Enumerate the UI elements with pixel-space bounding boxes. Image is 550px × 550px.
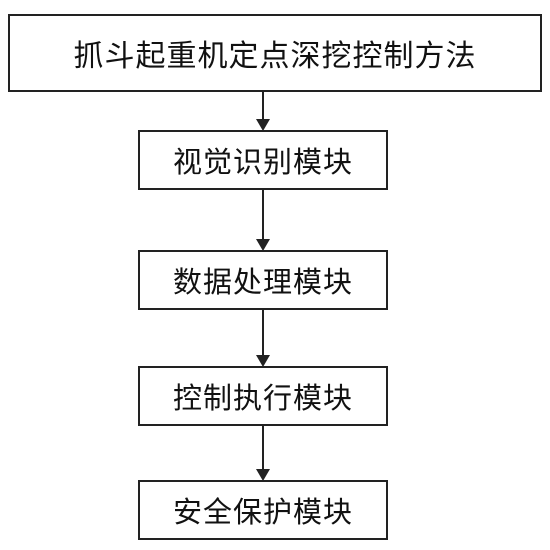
method-title: 抓斗起重机定点深挖控制方法 — [73, 39, 477, 74]
control-execution-module-label: 控制执行模块 — [172, 381, 353, 415]
data-processing-module-label: 数据处理模块 — [172, 265, 353, 299]
method-title-box: 抓斗起重机定点深挖控制方法 — [8, 14, 542, 92]
safety-protection-module-label: 安全保护模块 — [172, 495, 353, 529]
safety-protection-module-box: 安全保护模块 — [138, 480, 388, 540]
visual-recognition-module-box: 视觉识别模块 — [138, 130, 388, 190]
control-execution-module-box: 控制执行模块 — [138, 366, 388, 426]
visual-recognition-module-label: 视觉识别模块 — [172, 145, 353, 179]
data-processing-module-box: 数据处理模块 — [138, 250, 388, 310]
